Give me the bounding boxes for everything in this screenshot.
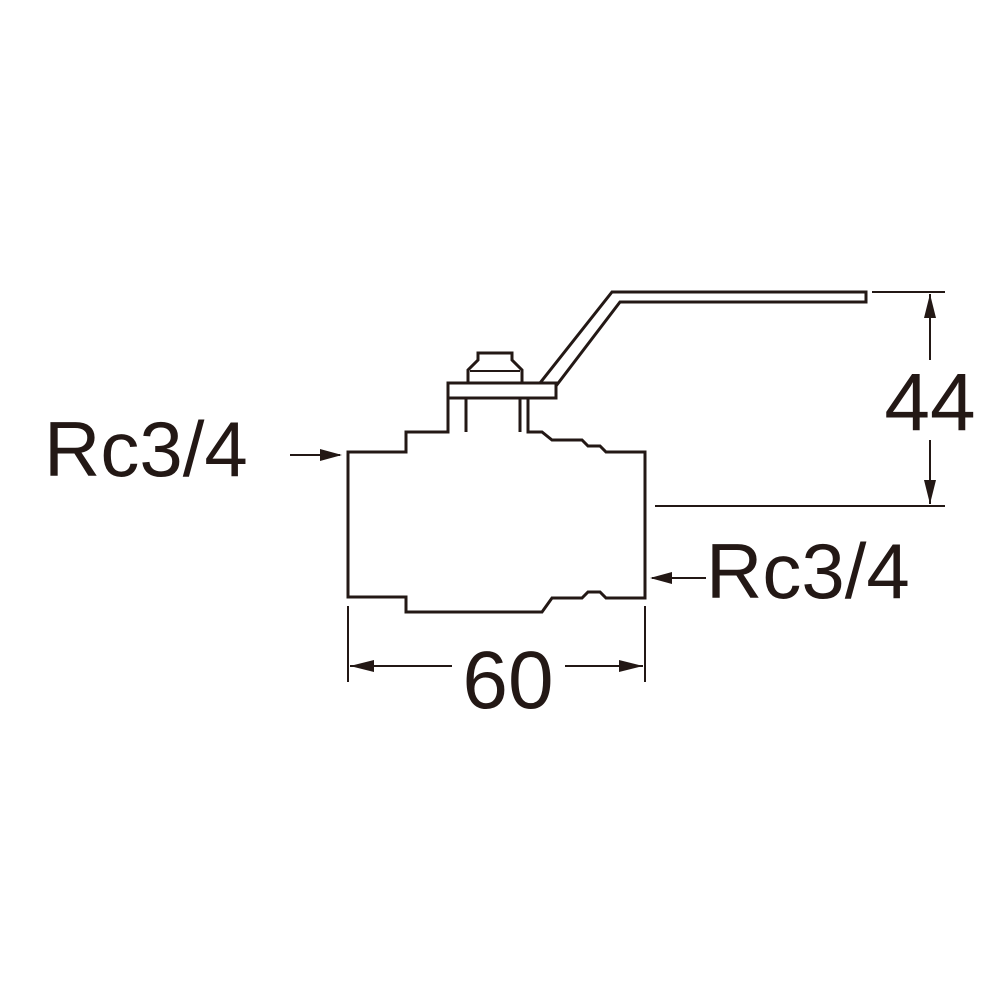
lever-handle bbox=[538, 290, 868, 387]
port-left-arrow bbox=[320, 449, 342, 461]
height-arrow-bottom bbox=[924, 480, 936, 504]
port-right-label: Rc3/4 bbox=[706, 527, 910, 615]
height-dimension-label: 44 bbox=[884, 357, 975, 448]
valve-body-outline bbox=[346, 396, 647, 614]
valve-stem-neck bbox=[464, 398, 522, 432]
handle-plate bbox=[446, 381, 558, 400]
port-left-label: Rc3/4 bbox=[44, 405, 248, 493]
width-arrow-left bbox=[350, 660, 374, 672]
width-arrow-right bbox=[619, 660, 643, 672]
height-arrow-top bbox=[924, 294, 936, 318]
stem-nut bbox=[466, 351, 524, 383]
port-right-arrow bbox=[650, 572, 672, 584]
width-dimension-label: 60 bbox=[462, 635, 553, 726]
